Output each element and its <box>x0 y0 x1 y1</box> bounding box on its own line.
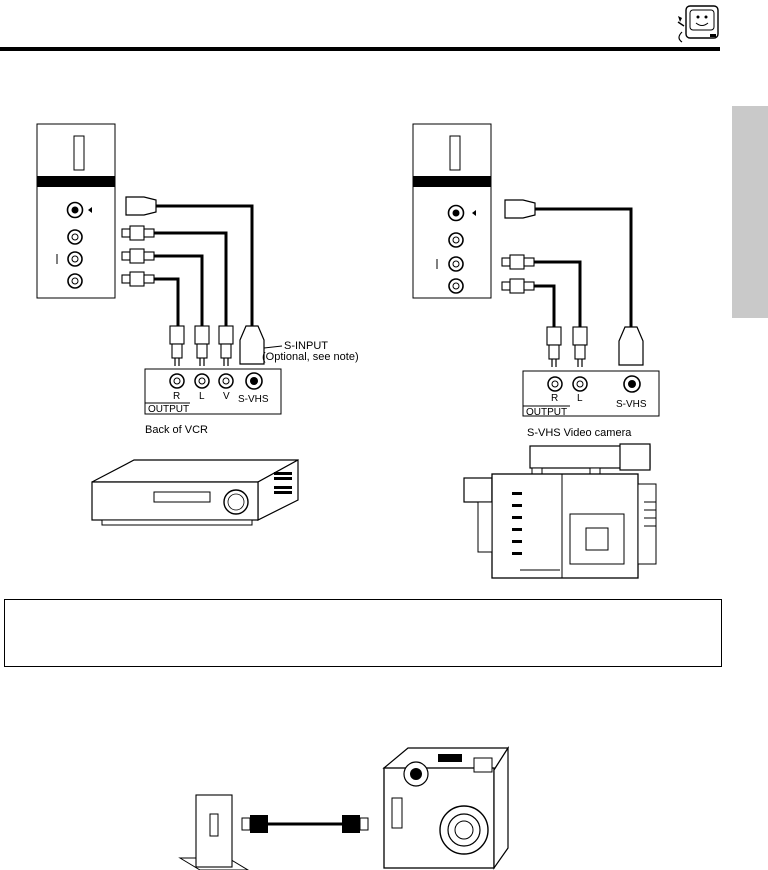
camcorder-connection-diagram <box>412 123 660 417</box>
s-input-label: S-INPUT <box>284 340 328 352</box>
cam-output-label: OUTPUT <box>526 407 568 418</box>
s-input-note: (Optional, see note) <box>262 351 359 363</box>
cam-jack-label-r: R <box>551 393 559 404</box>
output-label: OUTPUT <box>148 404 190 415</box>
jack-label-v: V <box>223 391 230 402</box>
digital-camera-icon <box>382 745 510 870</box>
note-box <box>4 599 722 667</box>
vcr-caption: Back of VCR <box>145 424 208 436</box>
camcorder-caption: S-VHS Video camera <box>527 427 632 439</box>
jack-label-r: R <box>173 391 181 402</box>
jack-label-l: L <box>199 391 205 402</box>
side-tab <box>732 106 768 318</box>
digital-camera-connection <box>178 745 510 870</box>
vcr-icon <box>91 458 299 526</box>
jack-label-s-vhs: S-VHS <box>238 394 269 405</box>
cam-jack-label-s-vhs: S-VHS <box>616 399 647 410</box>
cam-jack-label-l: L <box>577 393 583 404</box>
tv-mascot-icon <box>677 5 719 43</box>
vcr-connection-diagram <box>36 123 283 415</box>
header-rule <box>0 47 720 51</box>
camcorder-icon <box>463 443 657 579</box>
